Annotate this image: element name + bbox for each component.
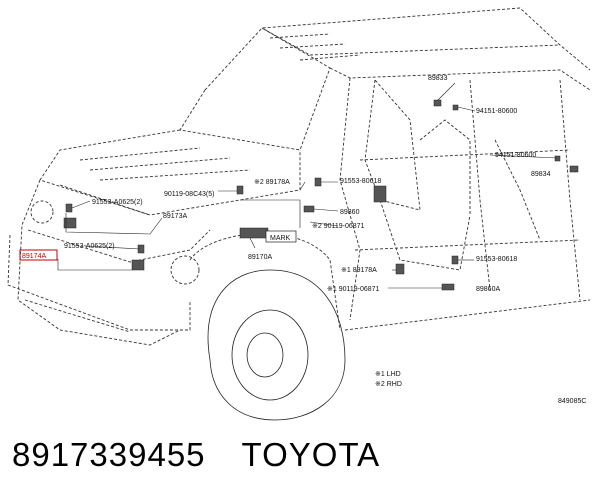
part-89170a-mark <box>239 227 269 239</box>
part-90119-08c43-mark <box>236 185 244 195</box>
label-89170a: 89170A <box>248 254 272 261</box>
label-89860: 89860 <box>340 209 360 216</box>
part-labels: 89833 94151-80600 94151-80600 89834 9011… <box>19 75 586 405</box>
label-89174a: 89174A <box>22 253 46 260</box>
label-91553-a0625-top: 91553-A0625(2) <box>92 199 143 206</box>
label-89173a: 89173A <box>163 213 187 220</box>
part-89860-mark <box>303 205 315 213</box>
label-91553-80618-top: 91553-80618 <box>340 178 381 185</box>
footer: 8917339455 TOYOTA <box>12 436 592 480</box>
legend-rhd: ※2 RHD <box>375 381 402 388</box>
legend-lhd: ※1 LHD <box>375 371 401 378</box>
label-90119-06871-top: ※2 90119-06871 <box>312 223 365 230</box>
label-89833: 89833 <box>428 75 448 82</box>
part-91553-80618-low-mark <box>451 255 459 265</box>
figure-code: 849085C <box>558 398 586 405</box>
label-mark: MARK <box>270 235 291 242</box>
part-89834-mark <box>569 165 579 173</box>
part-markers <box>63 99 579 291</box>
part-94151-top-mark <box>452 104 459 111</box>
part-89178a-low-mark <box>395 263 405 275</box>
label-90119-08c43: 90119-08C43(5) <box>164 191 214 198</box>
leader-lines <box>57 82 576 289</box>
label-91553-80618-low: 91553-80618 <box>476 256 517 263</box>
label-89178a-top: ※2 89178A <box>254 179 290 186</box>
vehicle-outline <box>7 7 591 421</box>
brand-name: TOYOTA <box>241 436 381 473</box>
label-94151-80600-top: 94151-80600 <box>476 108 517 115</box>
label-89174a-highlight: 89174A <box>19 249 58 261</box>
mark-box: MARK <box>265 230 297 243</box>
label-94151-80600-mid: 94151-80600 <box>495 152 536 159</box>
part-89833-mark <box>433 99 442 107</box>
part-bracket-mark <box>373 185 387 203</box>
part-91553-a0625-top-mark <box>65 203 73 213</box>
part-94151-mid-mark <box>554 155 561 162</box>
label-89178a-low: ※1 89178A <box>341 267 377 274</box>
part-89174a-sensor-mark <box>131 259 145 271</box>
label-89860a: 89860A <box>476 286 500 293</box>
part-number: 8917339455 <box>12 436 206 473</box>
label-91553-a0625-low: 91553-A0625(2) <box>64 243 115 250</box>
part-91553-80618-top-mark <box>314 177 322 187</box>
part-89860a-mark <box>441 283 455 291</box>
label-90119-06871-low: ※1 90119-06871 <box>327 286 380 293</box>
part-89173a-mark <box>63 217 77 229</box>
label-89834: 89834 <box>531 171 551 178</box>
